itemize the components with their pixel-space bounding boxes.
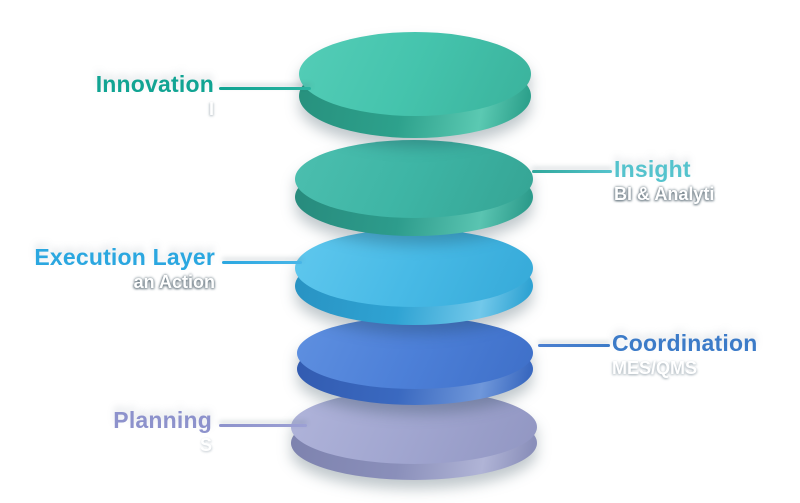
- subtitle-hidden-text: ERP/AP: [132, 435, 200, 456]
- subtitle-hidden-text: cs: [714, 184, 735, 205]
- subtitle-visible-text: S: [199, 435, 212, 456]
- disc-insight-top: [295, 140, 533, 218]
- subtitle-hidden-text: A: [195, 99, 209, 120]
- disc-innovation: [299, 32, 531, 140]
- subtitle-visible-text: MES/QMS: [612, 358, 698, 379]
- layer-title: Innovation: [95, 71, 214, 97]
- disc-insight: [295, 140, 533, 238]
- subtitle-visible-text: I: [208, 99, 214, 120]
- leader-line-execution: [222, 261, 302, 264]
- layer-title: Execution Layer: [34, 244, 215, 270]
- layer-title: Coordination: [612, 330, 758, 356]
- leader-line-innovation: [219, 87, 311, 90]
- disc-execution-top: [295, 229, 533, 307]
- layer-subtitle: MES/QMS: [612, 359, 800, 378]
- disc-coordination: [297, 317, 533, 407]
- layer-subtitle: Human Action: [0, 273, 215, 292]
- layer-subtitle: AI: [0, 100, 214, 119]
- subtitle-hidden-text: Hum: [93, 272, 134, 293]
- label-execution: Execution Layer Human Action: [0, 245, 215, 292]
- leader-line-insight: [532, 170, 612, 173]
- label-coordination: Coordination MES/QMS: [612, 331, 800, 378]
- disc-innovation-top: [299, 32, 531, 116]
- layer-title: Planning: [113, 407, 212, 433]
- label-planning: Planning ERP/APS: [2, 408, 212, 455]
- disc-coordination-top: [297, 317, 533, 389]
- label-innovation: Innovation AI: [0, 72, 214, 119]
- label-insight: Insight BI & Analytics: [614, 157, 800, 204]
- leader-line-planning: [219, 424, 307, 427]
- leader-line-coordination: [538, 344, 610, 347]
- layer-title: Insight: [614, 156, 691, 182]
- subtitle-visible-text: an Action: [133, 272, 215, 293]
- layer-subtitle: ERP/APS: [2, 436, 212, 455]
- subtitle-visible-text: BI & Analyti: [614, 184, 715, 205]
- disc-execution: [295, 229, 533, 327]
- layer-subtitle: BI & Analytics: [614, 185, 800, 204]
